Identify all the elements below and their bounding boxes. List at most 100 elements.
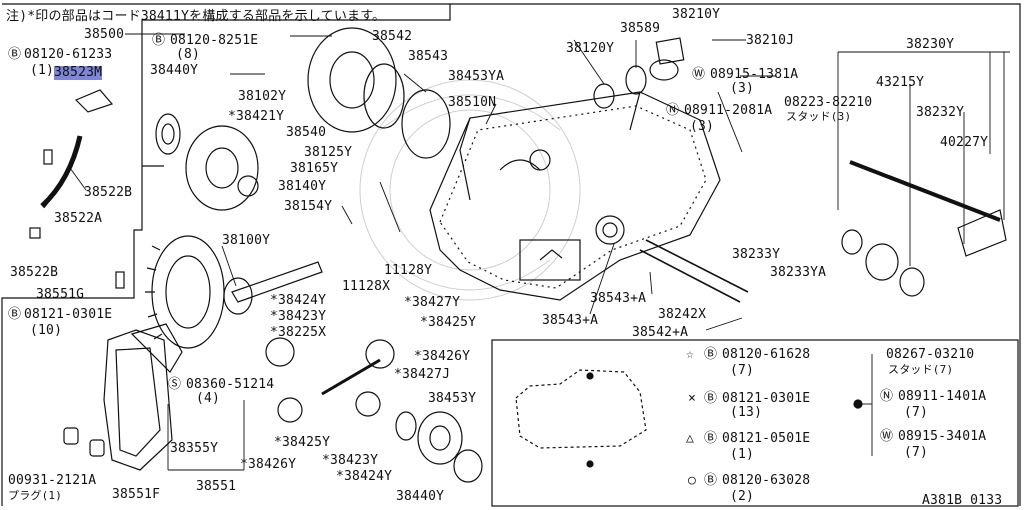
part-label-40227Y[interactable]: 40227Y [940,135,989,150]
legend-code-triangle[interactable]: 08121-0501E [722,431,811,446]
legend-code-cross[interactable]: 08121-0301E [722,391,811,406]
legend-code-dot-nut[interactable]: 08911-1401A [898,389,987,404]
part-label-38543-A[interactable]: 38543+A [542,313,599,328]
part-label-38427Y[interactable]: *38427Y [404,295,461,310]
part-label-38551[interactable]: 38551 [196,479,237,494]
triangle-symbol-icon: △ [686,431,695,446]
qty-label: (1) [30,63,55,78]
b-bolt-symbol: Ⓑ [8,47,22,62]
circle-symbol-icon: ○ [688,473,697,488]
differential-case [185,125,259,211]
b-bolt-symbol: Ⓑ [704,347,718,362]
b-bolt-symbol: Ⓑ [8,307,22,322]
bottom-bearings [395,411,483,483]
part-label-38453YA[interactable]: 38453YA [448,69,505,84]
plug-qty-label: プラグ(1) [8,489,63,502]
part-label-38426Y[interactable]: *38426Y [414,349,471,364]
part-label-11128X[interactable]: 11128X [342,279,391,294]
part-label-08120-61233[interactable]: 08120-61233 [24,47,113,62]
legend-qty-dot-stud: スタッド(7) [888,363,954,376]
part-label-38523M-highlighted[interactable]: 38523M [54,65,103,80]
legend-qty-dot-washer: (7) [904,445,929,460]
legend-box [491,339,1019,507]
part-label-38425Y[interactable]: *38425Y [420,315,477,330]
part-label-38232Y[interactable]: 38232Y [916,105,965,120]
parts-note: 注)*印の部品はコード38411Yを構成する部品を示しています。 [6,9,386,24]
differential-carrier-housing [429,91,721,301]
part-label-38424Y[interactable]: *38424Y [336,469,393,484]
part-label-38500[interactable]: 38500 [84,27,125,42]
part-label-38100Y[interactable]: 38100Y [222,233,271,248]
part-label-38120Y[interactable]: 38120Y [566,41,615,56]
ring-gear [145,235,225,349]
part-label-38210J[interactable]: 38210J [746,33,795,48]
legend-qty-dot-nut: (7) [904,405,929,420]
part-label-08911-2081A[interactable]: 08911-2081A [684,103,773,118]
part-label-38233Y[interactable]: 38233Y [732,247,781,262]
part-label-38421Y[interactable]: *38421Y [228,109,285,124]
watermark-ornament [359,79,581,301]
part-label-08360-51214[interactable]: 08360-51214 [186,377,275,392]
n-nut-symbol: Ⓝ [666,103,680,118]
part-label-38542-A[interactable]: 38542+A [632,325,689,340]
part-label-38551F[interactable]: 38551F [112,487,161,502]
legend-code-star[interactable]: 08120-61628 [722,347,811,362]
part-label-38423Y[interactable]: *38423Y [270,309,327,324]
part-label-38102Y[interactable]: 38102Y [238,89,287,104]
part-label-38140Y[interactable]: 38140Y [278,179,327,194]
part-label-38440Y[interactable]: 38440Y [396,489,445,504]
part-label-38233YA[interactable]: 38233YA [770,265,827,280]
part-label-08223-82210[interactable]: 08223-82210 [784,95,873,110]
part-label-38125Y[interactable]: 38125Y [304,145,353,160]
part-label-38522A[interactable]: 38522A [54,211,103,226]
part-label-38542[interactable]: 38542 [372,29,413,44]
part-label-38427J[interactable]: *38427J [394,367,451,382]
part-label-38440Y[interactable]: 38440Y [150,63,199,78]
drive-pinion [223,261,323,315]
legend-code-dot-stud[interactable]: 08267-03210 [886,347,975,362]
part-label-38242X[interactable]: 38242X [658,307,707,322]
part-label-38154Y[interactable]: 38154Y [284,199,333,214]
part-label-38543-A[interactable]: 38543+A [590,291,647,306]
part-label-38424Y[interactable]: *38424Y [270,293,327,308]
part-label-38165Y[interactable]: 38165Y [290,161,339,176]
part-label-38230Y[interactable]: 38230Y [906,37,955,52]
part-label-38426Y[interactable]: *38426Y [240,457,297,472]
part-label-00931-2121A[interactable]: 00931-2121A [8,473,97,488]
part-label-38522B[interactable]: 38522B [10,265,59,280]
legend-code-circle[interactable]: 08120-63028 [722,473,811,488]
part-label-38425Y[interactable]: *38425Y [274,435,331,450]
rear-cover [103,323,183,471]
s-screw-symbol: Ⓢ [168,377,182,392]
qty-label: (3) [730,81,755,96]
part-label-38589[interactable]: 38589 [620,21,661,36]
part-label-38540[interactable]: 38540 [286,125,327,140]
part-label-11128Y[interactable]: 11128Y [384,263,433,278]
part-label-08915-1381A[interactable]: 08915-1381A [710,67,799,82]
legend-code-dot-washer[interactable]: 08915-3401A [898,429,987,444]
part-label-38225X[interactable]: *38225X [270,325,327,340]
cross-symbol-icon: × [688,391,697,406]
leader-lines [43,33,1010,471]
legend-qty-triangle: (1) [730,447,755,462]
part-label-38453Y[interactable]: 38453Y [428,391,477,406]
frame-outline [1,3,1021,506]
part-label-38551G[interactable]: 38551G [36,287,85,302]
legend-qty-circle: (2) [730,489,755,504]
diagram-code: A381B 0133 [922,493,1003,508]
part-label-38510N[interactable]: 38510N [448,95,497,110]
stud-qty-label: スタッド(3) [786,110,852,123]
part-label-38355Y[interactable]: 38355Y [170,441,219,456]
pinion-gears [265,337,395,423]
part-label-38423Y[interactable]: *38423Y [322,453,379,468]
star-symbol-icon: ☆ [686,347,695,362]
part-label-38210Y[interactable]: 38210Y [672,7,721,22]
part-label-08121-0301E[interactable]: 08121-0301E [24,307,113,322]
part-label-43215Y[interactable]: 43215Y [876,75,925,90]
part-label-38522B[interactable]: 38522B [84,185,133,200]
part-label-08120-8251E[interactable]: 08120-8251E [170,33,259,48]
part-label-38543[interactable]: 38543 [408,49,449,64]
w-washer-symbol: Ⓦ [880,429,894,444]
qty-label: (4) [196,391,221,406]
